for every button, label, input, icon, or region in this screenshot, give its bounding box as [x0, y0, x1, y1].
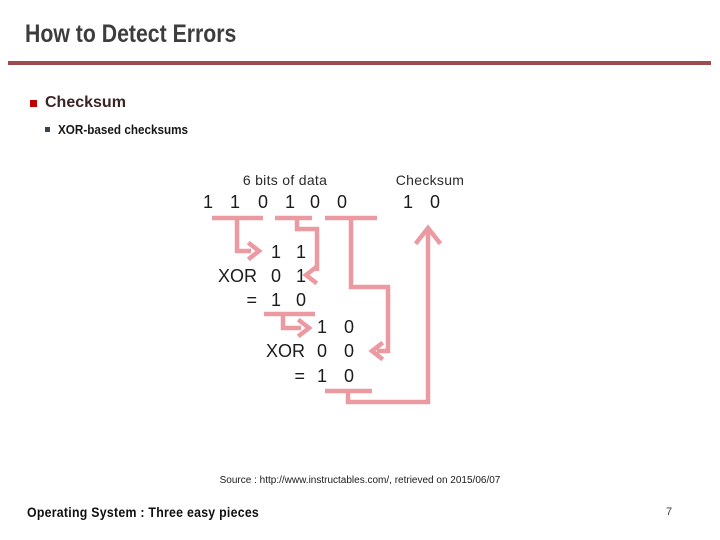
- checksum-label: Checksum: [395, 172, 465, 188]
- data-bit: 0: [257, 192, 268, 212]
- xor2-a-bit: 0: [343, 317, 354, 337]
- pair3-bracket-arrow: [325, 215, 391, 362]
- data-bit: 1: [284, 192, 295, 212]
- xor2-a-bit: 1: [316, 317, 327, 337]
- xor1-result-bit: 0: [295, 290, 306, 310]
- xor2-op-label: XOR: [265, 341, 305, 361]
- checksum-up-arrow: [325, 224, 443, 405]
- result1-bracket-arrow: [264, 311, 315, 339]
- xor2-result-bit: 1: [316, 366, 327, 386]
- page-title: How to Detect Errors: [25, 20, 237, 48]
- xor2-b-bit: 0: [343, 341, 354, 361]
- title-divider: [8, 61, 711, 65]
- xor1-equals-label: =: [246, 290, 257, 310]
- xor1-b-bit: 0: [270, 266, 281, 286]
- xor2-equals-label: =: [294, 366, 305, 386]
- footer-title: Operating System : Three easy pieces: [27, 504, 260, 520]
- xor1-result-bit: 1: [270, 290, 281, 310]
- xor1-op-label: XOR: [217, 266, 257, 286]
- pair2-bracket-arrow: [275, 215, 320, 286]
- checksum-bit: 1: [402, 192, 413, 212]
- checksum-diagram: 6 bits of data Checksum 1 1 0 1 0 0 1 0 …: [195, 166, 485, 416]
- data-bit: 0: [336, 192, 347, 212]
- xor1-a-bit: 1: [270, 242, 281, 262]
- subbullet-xor-checksums: XOR-based checksums: [45, 121, 203, 138]
- data-bit: 1: [202, 192, 213, 212]
- subbullet-label: XOR-based checksums: [58, 122, 189, 137]
- xor2-result-bit: 0: [343, 366, 354, 386]
- bullet-checksum: Checksum: [30, 93, 126, 112]
- data-bit: 1: [229, 192, 240, 212]
- square-subbullet-icon: [45, 127, 50, 132]
- square-bullet-icon: [30, 100, 37, 107]
- diagram-connectors: [212, 215, 443, 405]
- page-number: 7: [666, 506, 673, 518]
- pair1-bracket-arrow: [212, 215, 263, 262]
- bullet-label: Checksum: [45, 94, 126, 111]
- xor2-b-bit: 0: [316, 341, 327, 361]
- data-bits-label: 6 bits of data: [242, 172, 328, 188]
- xor1-a-bit: 1: [295, 242, 306, 262]
- source-caption: Source : http://www.instructables.com/, …: [219, 475, 501, 486]
- xor1-b-bit: 1: [295, 266, 306, 286]
- data-bit: 0: [309, 192, 320, 212]
- checksum-bit: 0: [429, 192, 440, 212]
